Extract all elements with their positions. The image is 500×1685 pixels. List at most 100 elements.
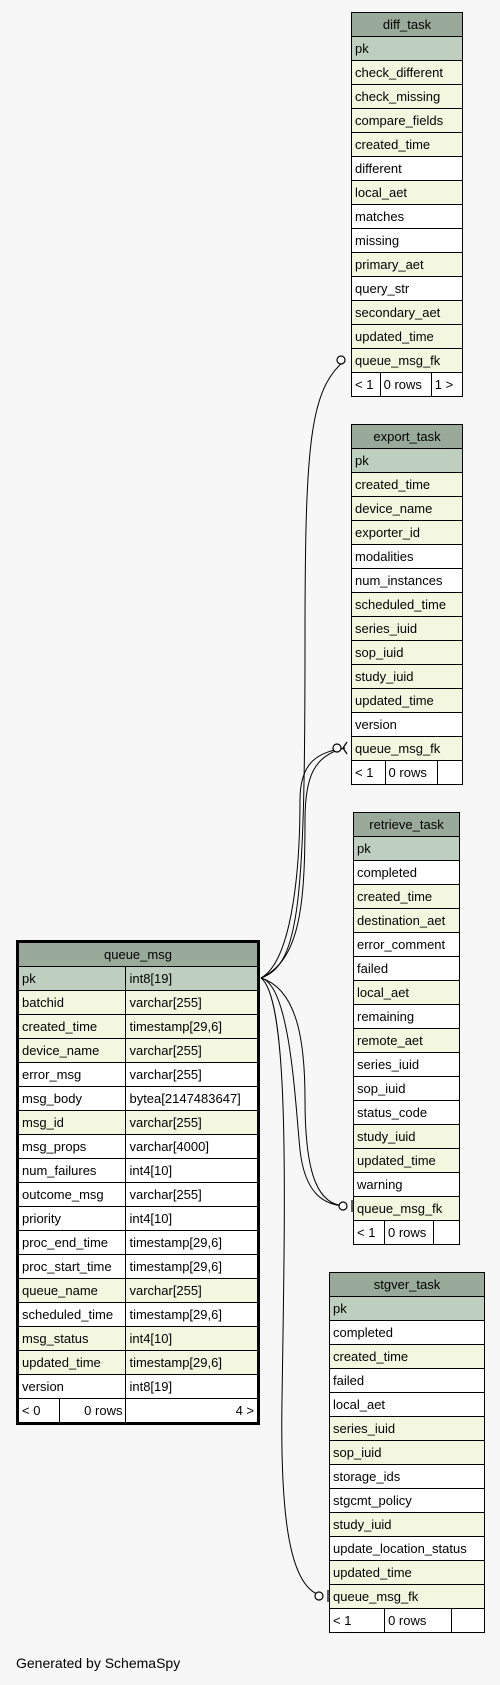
column-row: study_iuid — [353, 1124, 460, 1149]
column-name: failed — [353, 956, 460, 981]
parents-count: < 1 — [351, 372, 381, 397]
column-type: varchar[255] — [125, 1062, 259, 1087]
column-row: compare_fields — [351, 108, 463, 133]
column-row: queue_msg_fk — [329, 1584, 485, 1609]
parents-count: < 1 — [353, 1220, 385, 1245]
relation-export-task — [260, 747, 346, 979]
column-row: study_iuid — [351, 664, 463, 689]
column-row: pk — [351, 448, 463, 473]
table-header-row: export_task — [351, 424, 463, 449]
column-name: num_instances — [351, 568, 463, 593]
column-name: matches — [351, 204, 463, 229]
column-row: failed — [353, 956, 460, 981]
relation-retrieve-task — [260, 977, 346, 1207]
column-name: created_time — [351, 132, 463, 157]
column-name: warning — [353, 1172, 460, 1197]
column-name: local_aet — [351, 180, 463, 205]
column-row: primary_aet — [351, 252, 463, 277]
stgver-task-fk-marker — [314, 1591, 324, 1601]
children-count — [437, 760, 463, 785]
column-row: different — [351, 156, 463, 181]
column-type: int4[10] — [125, 1206, 259, 1231]
column-name: study_iuid — [329, 1512, 485, 1537]
column-row: sop_iuid — [353, 1076, 460, 1101]
relation-retrieve-task-alt — [260, 977, 346, 1207]
column-row: pk — [351, 36, 463, 61]
column-name: created_time — [329, 1344, 485, 1369]
column-row: updated_time — [351, 324, 463, 349]
row-count: 0 rows — [384, 760, 439, 785]
column-name: secondary_aet — [351, 300, 463, 325]
column-row: created_time — [353, 884, 460, 909]
column-name: updated_time — [16, 1350, 127, 1375]
column-row: query_str — [351, 276, 463, 301]
children-count: 1 > — [430, 372, 464, 397]
column-row: queue_msg_fk — [351, 348, 463, 373]
column-name: completed — [329, 1320, 485, 1345]
column-name: error_comment — [353, 932, 460, 957]
column-row: check_different — [351, 60, 463, 85]
column-name: created_time — [353, 884, 460, 909]
children-count — [451, 1608, 485, 1633]
column-type: varchar[255] — [125, 1278, 259, 1303]
column-row: error_comment — [353, 932, 460, 957]
column-name: created_time — [351, 472, 463, 497]
table-header-row: stgver_task — [329, 1272, 485, 1297]
column-name: msg_body — [16, 1086, 127, 1111]
column-name: remaining — [353, 1004, 460, 1029]
column-name: queue_msg_fk — [329, 1584, 485, 1609]
column-name: queue_name — [16, 1278, 127, 1303]
column-name: updated_time — [329, 1560, 485, 1585]
table-name: retrieve_task — [353, 812, 460, 837]
column-name: check_missing — [351, 84, 463, 109]
column-row: status_code — [353, 1100, 460, 1125]
column-type: varchar[255] — [125, 1182, 259, 1207]
column-row: storage_ids — [329, 1464, 485, 1489]
column-row: stgcmt_policy — [329, 1488, 485, 1513]
column-row: local_aet — [351, 180, 463, 205]
column-row: created_time — [329, 1344, 485, 1369]
generated-by-footer: Generated by SchemaSpy — [16, 1655, 181, 1671]
parents-count: < 0 — [17, 1398, 60, 1424]
column-row: created_time — [351, 472, 463, 497]
column-row: missing — [351, 228, 463, 253]
row-count: 0 rows — [384, 1220, 434, 1245]
column-name: sop_iuid — [329, 1440, 485, 1465]
column-type: int8[19] — [125, 966, 259, 991]
column-row: updated_time — [353, 1148, 460, 1173]
column-name: destination_aet — [353, 908, 460, 933]
column-row: sop_iuid — [329, 1440, 485, 1465]
column-name: updated_time — [351, 324, 463, 349]
column-name: priority — [16, 1206, 127, 1231]
column-row: warning — [353, 1172, 460, 1197]
column-name: pk — [329, 1296, 485, 1321]
column-row: queue_msg_fk — [353, 1196, 460, 1221]
column-row: remaining — [353, 1004, 460, 1029]
table-header-row: diff_task — [351, 12, 463, 37]
column-row: version — [351, 712, 463, 737]
column-name: series_iuid — [329, 1416, 485, 1441]
column-name: queue_msg_fk — [353, 1196, 460, 1221]
column-name: study_iuid — [351, 664, 463, 689]
column-name: scheduled_time — [16, 1302, 127, 1327]
column-type: timestamp[29,6] — [125, 1302, 259, 1327]
column-name: different — [351, 156, 463, 181]
relation-diff-task — [260, 359, 346, 979]
column-name: proc_end_time — [16, 1230, 127, 1255]
column-type: timestamp[29,6] — [125, 1230, 259, 1255]
row-count: 0 rows — [379, 372, 432, 397]
column-type: varchar[255] — [125, 990, 259, 1015]
column-type: int4[10] — [125, 1326, 259, 1351]
